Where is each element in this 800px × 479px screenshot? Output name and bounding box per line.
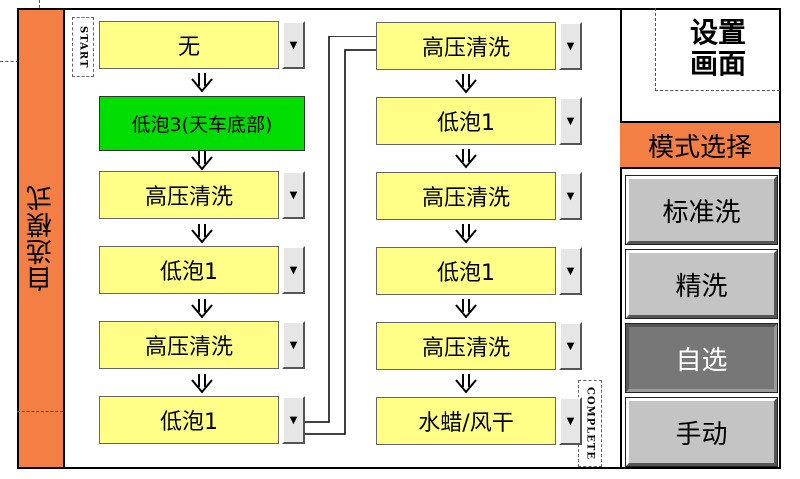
settings-label-line2: 画面	[689, 47, 746, 80]
step-12-value: 水蜡/风干	[376, 397, 556, 445]
step-10-selector[interactable]: 低泡1 ▼	[376, 247, 582, 295]
column-connector	[305, 36, 376, 435]
step-5-selector[interactable]: 高压清洗 ▼	[99, 321, 305, 369]
step-12-selector[interactable]: 水蜡/风干 ▼	[376, 397, 582, 445]
step-11-selector[interactable]: 高压清洗 ▼	[376, 322, 582, 370]
dashed-divider	[17, 411, 63, 412]
step-9-selector[interactable]: 高压清洗 ▼	[376, 172, 582, 220]
chevron-down-icon[interactable]: ▼	[282, 21, 305, 69]
mode-manual-button[interactable]: 手动	[625, 397, 778, 467]
step-5-value: 高压清洗	[99, 321, 279, 369]
flow-arrow-icon	[191, 299, 213, 319]
mode-sidebar: 自选模式	[17, 8, 65, 469]
flow-arrow-icon	[191, 73, 213, 93]
step-4-selector[interactable]: 低泡1 ▼	[99, 246, 305, 294]
step-11-value: 高压清洗	[376, 322, 556, 370]
step-10-value: 低泡1	[376, 247, 556, 295]
flow-arrow-icon	[191, 374, 213, 394]
step-3-value: 高压清洗	[99, 171, 279, 219]
step-7-value: 高压清洗	[376, 22, 556, 70]
step-1-selector[interactable]: 无 ▼	[99, 21, 305, 69]
chevron-down-icon[interactable]: ▼	[559, 247, 582, 295]
step-7-selector[interactable]: 高压清洗 ▼	[376, 22, 582, 70]
step-8-selector[interactable]: 低泡1 ▼	[376, 97, 582, 145]
step-1-value: 无	[99, 21, 279, 69]
flow-arrow-icon	[455, 74, 477, 94]
step-6-selector[interactable]: 低泡1 ▼	[99, 396, 305, 444]
flow-arrow-icon	[455, 299, 477, 319]
chevron-down-icon[interactable]: ▼	[282, 321, 305, 369]
chevron-down-icon[interactable]: ▼	[559, 172, 582, 220]
chevron-down-icon[interactable]: ▼	[559, 22, 582, 70]
start-tag: START	[72, 17, 94, 77]
flow-arrow-icon	[191, 151, 213, 171]
chevron-down-icon[interactable]: ▼	[559, 397, 582, 445]
settings-screen-button[interactable]: 设置 画面	[655, 8, 780, 91]
flow-arrow-icon	[455, 149, 477, 169]
chevron-down-icon[interactable]: ▼	[282, 171, 305, 219]
mode-fine-button[interactable]: 精洗	[625, 249, 778, 319]
step-6-value: 低泡1	[99, 396, 279, 444]
chevron-down-icon[interactable]: ▼	[282, 396, 305, 444]
step-4-value: 低泡1	[99, 246, 279, 294]
step-3-selector[interactable]: 高压清洗 ▼	[99, 171, 305, 219]
settings-label-line1: 设置	[689, 16, 746, 50]
flow-arrow-icon	[455, 374, 477, 394]
sidebar-title: 自选模式	[26, 184, 57, 293]
flow-arrow-icon	[455, 224, 477, 244]
mode-panel	[620, 8, 781, 469]
mode-select-title: 模式选择	[620, 121, 780, 169]
step-2-active[interactable]: 低泡3(天车底部)	[99, 96, 305, 151]
mode-custom-button[interactable]: 自选	[625, 323, 778, 393]
complete-tag: COMPLETE	[578, 380, 602, 467]
chevron-down-icon[interactable]: ▼	[559, 97, 582, 145]
chevron-down-icon[interactable]: ▼	[282, 246, 305, 294]
chevron-down-icon[interactable]: ▼	[559, 322, 582, 370]
flow-arrow-icon	[191, 224, 213, 244]
step-8-value: 低泡1	[376, 97, 556, 145]
mode-standard-button[interactable]: 标准洗	[625, 175, 778, 245]
step-9-value: 高压清洗	[376, 172, 556, 220]
